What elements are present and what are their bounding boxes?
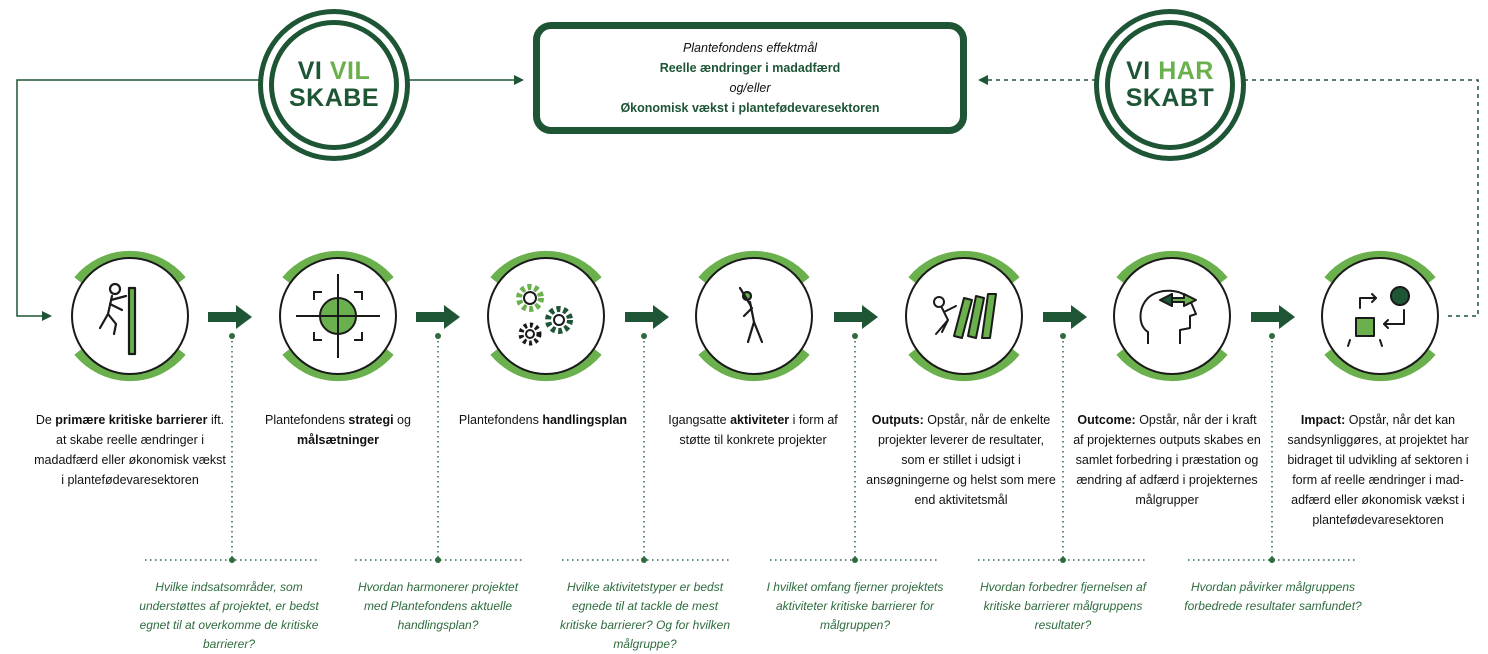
- flow-arrow-6: [1251, 305, 1295, 329]
- badge-vi-vil-skabe: VI VIL SKABE: [269, 20, 399, 150]
- step-text-bold: primære kritiske barrierer: [55, 413, 208, 427]
- question-6: Hvordan påvirker målgruppens forbedrede …: [1184, 580, 1362, 613]
- transformation-cycle-icon: [1347, 286, 1410, 347]
- effect-goal-andor: og/eller: [729, 81, 771, 95]
- step-circle-2: [279, 250, 397, 382]
- step-text-post: i form af støtte til konkrete projekter: [679, 413, 838, 447]
- step-text-barriers: De primære kritiske barrierer ift. at sk…: [32, 410, 228, 490]
- step-circle-1: [71, 250, 189, 382]
- flow-arrow-2: [416, 305, 460, 329]
- question-1: Hvilke indsatsområder, som understøttes …: [139, 580, 319, 651]
- step-text-bold-2: målsætninger: [297, 433, 379, 447]
- arrowhead-left-into-box: [514, 75, 524, 85]
- step-text-bold: Impact:: [1300, 413, 1346, 427]
- step-circle-5: [905, 250, 1023, 382]
- stretching-person-icon: [738, 286, 764, 344]
- step-text-outputs: Outputs: Opstår, når de enkelte projekte…: [866, 410, 1056, 510]
- badge-vi-har-skabt: VI HAR SKABT: [1105, 20, 1235, 150]
- step-text-pre: De: [35, 413, 56, 427]
- question-4: I hvilket omfang fjerner projektets akti…: [766, 580, 944, 632]
- question-connector-dots: [229, 333, 1275, 563]
- badge-word-skabt: SKABT: [1125, 84, 1215, 112]
- step-text-outcome: Outcome: Opstår, når der i kraft af proj…: [1072, 410, 1262, 510]
- step-text-post: ift. at skabe reelle ændringer i madadfæ…: [34, 413, 226, 487]
- badge-word-har: HAR: [1158, 57, 1214, 85]
- step-text-bold: aktiviteter: [730, 413, 790, 427]
- step-text-bold: handlingsplan: [542, 413, 628, 427]
- step-text-pre: Plantefondens: [265, 413, 349, 427]
- step-text-bold: strategi: [348, 413, 394, 427]
- step-text-mid: og: [393, 413, 411, 427]
- step-circle-3: [487, 250, 605, 382]
- target-crosshair-icon: [296, 274, 380, 358]
- step-text-post: Opstår, når de enkelte projekter leverer…: [866, 413, 1056, 507]
- step-text-impact: Impact: Opstår, når det kan sandsynliggø…: [1280, 410, 1476, 530]
- step-text-post: Opstår, når det kan sandsynliggøres, at …: [1287, 413, 1469, 527]
- question-2: Hvordan harmonerer projektet med Plantef…: [357, 580, 519, 632]
- step-circle-4: [695, 250, 813, 382]
- step-text-action-plan: Plantefondens handlingsplan: [445, 410, 641, 430]
- gears-icon: [516, 284, 573, 346]
- flow-arrow-4: [834, 305, 878, 329]
- step-text-pre: Igangsatte: [668, 413, 731, 427]
- effect-goal-title: Plantefondens effektmål: [682, 41, 818, 55]
- badge-word-vil: VIL: [329, 57, 371, 85]
- head-arrows-icon: [1139, 289, 1197, 344]
- step-text-bold: Outcome:: [1077, 413, 1136, 427]
- step-text-strategy: Plantefondens strategi og målsætninger: [240, 410, 436, 450]
- step-circle-6: [1113, 250, 1231, 382]
- effect-goal-behaviour: Reelle ændringer i madadfærd: [659, 61, 841, 75]
- question-3: Hvilke aktivitetstyper er bedst egnede t…: [559, 580, 731, 651]
- question-5: Hvordan forbedrer fjernelsen af kritiske…: [979, 580, 1147, 632]
- flow-arrow-1: [208, 305, 252, 329]
- step-circle-7: [1321, 250, 1439, 382]
- badge-word-vi: VI: [297, 57, 323, 85]
- step-text-activities: Igangsatte aktiviteter i form af støtte …: [655, 410, 851, 450]
- step-text-pre: Plantefondens: [458, 413, 543, 427]
- flow-arrow-5: [1043, 305, 1087, 329]
- step-text-bold: Outputs:: [871, 413, 924, 427]
- flow-arrow-3: [625, 305, 669, 329]
- effect-goal-box: Plantefondens effektmål Reelle ændringer…: [533, 22, 967, 134]
- effect-goal-growth: Økonomisk vækst i plantefødevaresektoren: [620, 101, 880, 115]
- badge-word-skabe: SKABE: [288, 84, 379, 112]
- pushing-dominoes-icon: [933, 293, 997, 339]
- step-text-post: Opstår, når der i kraft af projekternes …: [1073, 413, 1261, 507]
- climbing-barrier-icon: [98, 282, 137, 356]
- badge-word-vi: VI: [1126, 57, 1151, 85]
- arrowhead-right-into-box: [978, 75, 988, 85]
- feedback-line-left: [16, 79, 520, 317]
- arrowhead-into-circle1: [42, 311, 52, 321]
